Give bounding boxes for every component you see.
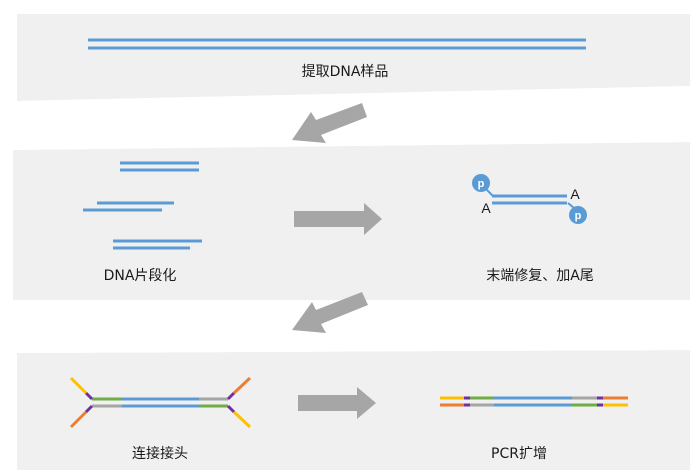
phosphate-label-left: p [478,178,485,190]
step-label-extract: 提取DNA样品 [302,64,389,80]
phosphate-right [569,206,587,224]
end-repaired-fragment [472,174,587,224]
a-tail-label-right: A [570,186,580,202]
arrow-down-left-1 [292,103,367,143]
step-label-end-repair: 末端修复、加A尾 [486,267,594,284]
step-label-ligate: 连接接头 [132,445,188,462]
arrow-right-2 [298,387,376,419]
band-connector-2 [13,300,690,353]
phosphate-label-right: p [575,210,582,222]
step-label-fragment: DNA片段化 [104,268,177,284]
phosphate-left [472,174,490,192]
a-tail-label-left: A [481,200,491,216]
arrow-right-1 [294,203,382,235]
dna-fragments [83,161,202,250]
dna-sample-long [88,38,586,50]
step-label-pcr: PCR扩增 [491,446,547,462]
adapter-ligated-fragment [69,376,252,429]
panel-extract [17,14,690,101]
arrow-down-left-2 [292,292,368,333]
pcr-product [440,396,628,407]
